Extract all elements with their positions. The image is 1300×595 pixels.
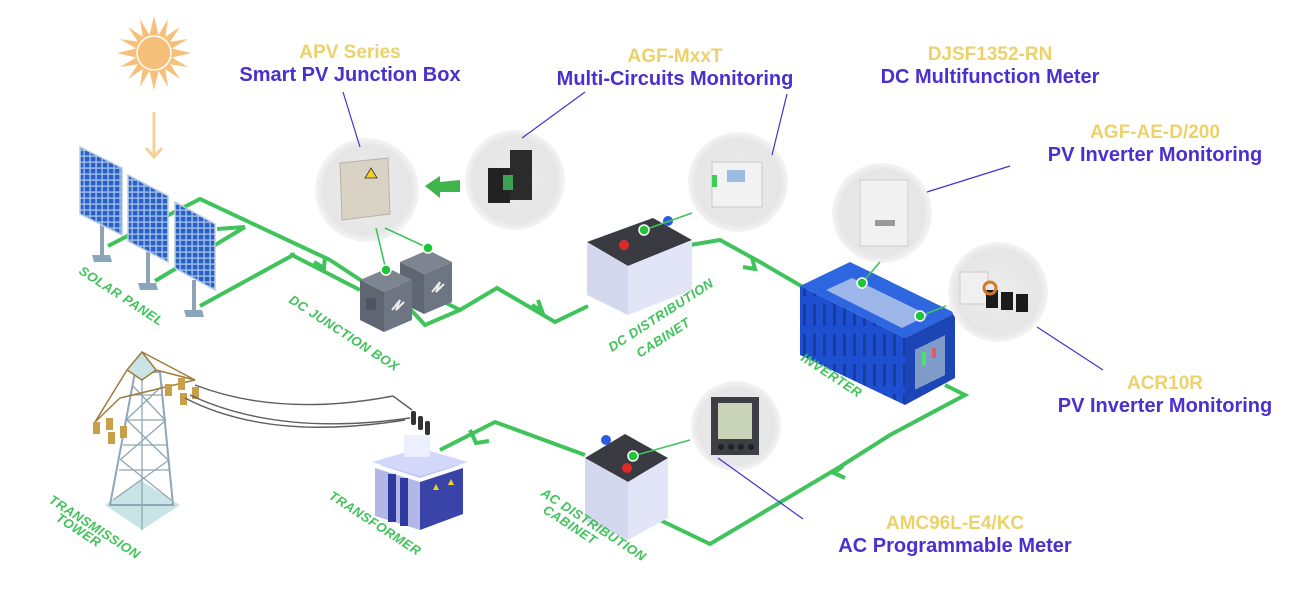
insulators [93, 378, 199, 444]
ac-distribution-cabinet [585, 434, 668, 540]
power-flow-lines [107, 196, 970, 547]
product-model: AGF-MxxT [627, 46, 723, 67]
callout-leaders [342, 91, 1104, 520]
lightning-icon [431, 281, 445, 293]
left-arrow-icon [425, 176, 460, 198]
dc-junction-box [360, 250, 452, 332]
warning-icon [433, 484, 439, 490]
callout-amc96l-e4-kc: AMC96L-E4/KC AC Programmable Meter [805, 513, 1105, 558]
product-model: AMC96L-E4/KC [885, 513, 1025, 534]
product-model: APV Series [299, 42, 401, 63]
transformer [372, 411, 468, 530]
product-model: AGF-AE-D/200 [1090, 122, 1220, 143]
callout-apv-series: APV Series Smart PV Junction Box [220, 42, 480, 87]
warning-icon [448, 479, 454, 485]
flow-arrow [468, 429, 490, 446]
positive-terminal [622, 463, 632, 473]
lightning-icon [391, 299, 405, 311]
product-description: PV Inverter Monitoring [1057, 394, 1273, 417]
product-apv-junction-box-image [315, 138, 419, 242]
sun-icon [117, 16, 191, 90]
label-solar-panel: SOLAR PANEL [76, 263, 166, 329]
solar-panel-unit [79, 145, 123, 262]
negative-terminal [601, 435, 611, 445]
product-agf-mxxt-image [465, 130, 565, 230]
solar-panel [79, 145, 216, 317]
product-amc96l-image [691, 381, 781, 471]
product-agf-ae-d200-image [832, 163, 932, 263]
transmission-tower [93, 350, 413, 530]
solar-panel-unit [174, 200, 216, 317]
product-acr10r-image [948, 242, 1048, 342]
positive-terminal [619, 240, 629, 250]
warning-icon [364, 167, 378, 179]
down-arrow-icon [144, 112, 164, 160]
device-connections [375, 212, 947, 462]
product-description: Multi-Circuits Monitoring [556, 67, 794, 90]
product-model: DJSF1352-RN [927, 44, 1053, 65]
product-description: AC Programmable Meter [838, 534, 1072, 557]
callout-acr10r: ACR10R PV Inverter Monitoring [1030, 373, 1300, 418]
power-lines [184, 384, 413, 428]
callout-agf-ae-d200: AGF-AE-D/200 PV Inverter Monitoring [1020, 122, 1290, 167]
callout-agf-mxxt: AGF-MxxT Multi-Circuits Monitoring [520, 46, 830, 91]
inverter [800, 262, 955, 405]
flow-arrow [530, 299, 546, 316]
product-description: DC Multifunction Meter [880, 65, 1100, 88]
product-description: PV Inverter Monitoring [1047, 143, 1263, 166]
flow-arrow [830, 464, 846, 480]
flow-arrow [312, 255, 327, 272]
product-model: ACR10R [1126, 373, 1204, 394]
product-djsf1352-image [688, 132, 788, 232]
flow-arrow [742, 257, 758, 272]
solar-panel-unit [127, 173, 169, 290]
dc-distribution-cabinet [587, 216, 692, 315]
callout-djsf1352-rn: DJSF1352-RN DC Multifunction Meter [845, 44, 1135, 89]
product-description: Smart PV Junction Box [239, 63, 461, 86]
